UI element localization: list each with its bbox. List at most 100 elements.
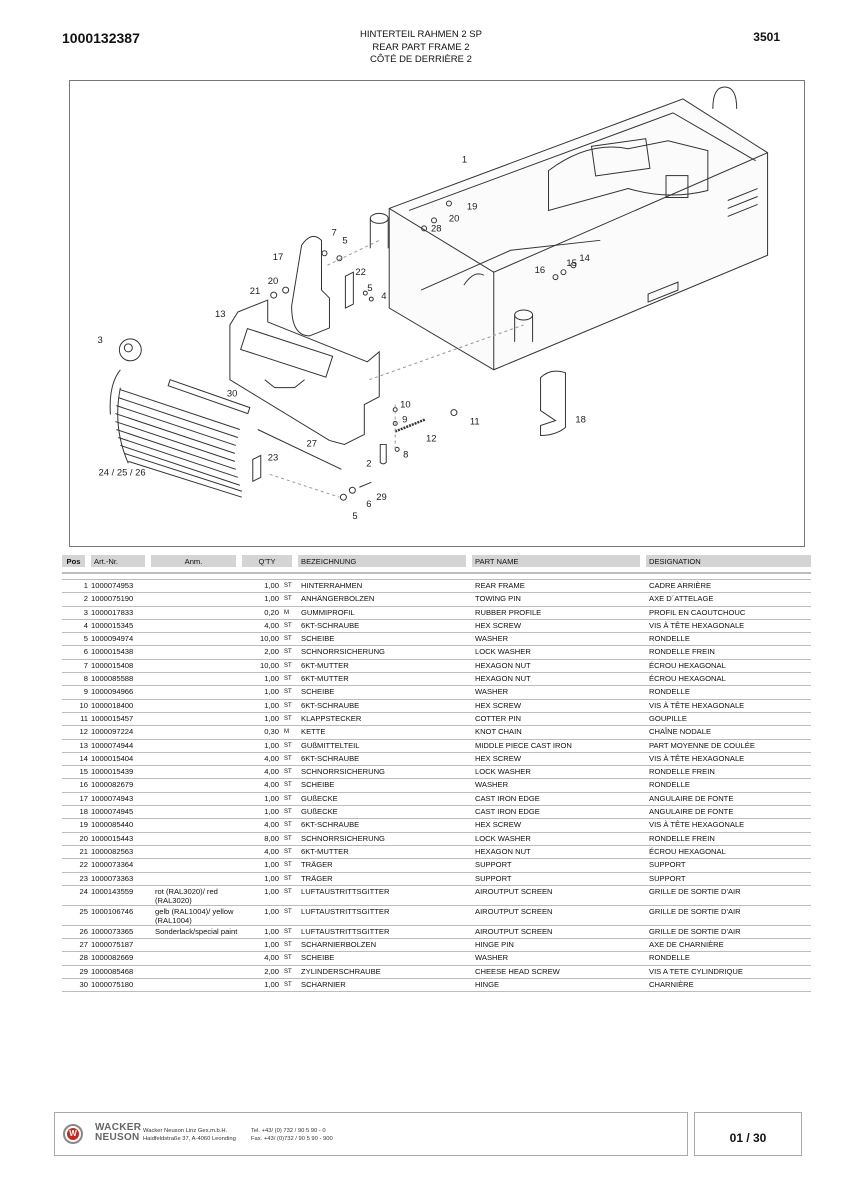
cell-unit: M <box>282 726 298 740</box>
cell-designation: GOUPILLE <box>646 713 811 727</box>
cell-pos: 16 <box>62 779 91 793</box>
cell-art-nr: 1000082563 <box>91 846 151 860</box>
callout-12: 12 <box>426 433 437 444</box>
cell-anm: gelb (RAL1004)/ yellow (RAL1004) <box>151 906 242 926</box>
cell-pos: 27 <box>62 939 91 953</box>
cell-anm <box>151 952 242 966</box>
cell-anm <box>151 620 242 634</box>
company-name: Wacker Neuson Linz Ges.m.b.H. <box>143 1128 228 1134</box>
cell-bezeichnung: SCHNORRSICHERUNG <box>298 766 472 780</box>
callout-1: 1 <box>462 155 467 166</box>
callout-15: 15 <box>566 258 577 269</box>
cell-pos: 26 <box>62 926 91 940</box>
cell-pos: 18 <box>62 806 91 820</box>
cell-art-nr: 1000015438 <box>91 646 151 660</box>
cell-qty: 1,00 <box>242 939 282 953</box>
frame-drawing: 1 2 3 4 5 5 5 6 7 8 9 10 11 12 13 14 15 … <box>97 86 769 522</box>
cell-unit: ST <box>282 580 298 594</box>
cell-art-nr: 1000097224 <box>91 726 151 740</box>
cell-pos: 21 <box>62 846 91 860</box>
cell-designation: RONDELLE FREIN <box>646 646 811 660</box>
cell-bezeichnung: GUßECKE <box>298 806 472 820</box>
cell-art-nr: 1000074943 <box>91 793 151 807</box>
cell-pos: 6 <box>62 646 91 660</box>
cell-bezeichnung: 6KT-SCHRAUBE <box>298 620 472 634</box>
col-header-qty: Q'TY <box>242 555 298 567</box>
cell-designation: VIS À TÊTE HEXAGONALE <box>646 700 811 713</box>
cell-qty: 4,00 <box>242 766 282 780</box>
cell-qty: 1,00 <box>242 979 282 993</box>
cell-bezeichnung: LUFTAUSTRITTSGITTER <box>298 906 472 926</box>
cell-designation: VIS A TETE CYLINDRIQUE <box>646 966 811 980</box>
cell-part-name: AIROUTPUT SCREEN <box>472 926 646 940</box>
cell-designation: PROFIL EN CAOUTCHOUC <box>646 607 811 620</box>
cell-art-nr: 1000015404 <box>91 753 151 767</box>
cell-part-name: KNOT CHAIN <box>472 726 646 740</box>
cell-part-name: HEXAGON NUT <box>472 660 646 674</box>
cell-part-name: HEX SCREW <box>472 753 646 767</box>
cell-anm <box>151 726 242 740</box>
cell-bezeichnung: SCHEIBE <box>298 686 472 700</box>
cell-bezeichnung: 6KT-MUTTER <box>298 660 472 674</box>
cell-anm <box>151 607 242 620</box>
cell-unit: ST <box>282 660 298 674</box>
cell-qty: 1,00 <box>242 906 282 926</box>
cell-part-name: CAST IRON EDGE <box>472 793 646 807</box>
cell-qty: 2,00 <box>242 966 282 980</box>
cell-bezeichnung: SCHARNIERBOLZEN <box>298 939 472 953</box>
cell-unit: ST <box>282 873 298 886</box>
cell-pos: 3 <box>62 607 91 620</box>
cell-part-name: HINGE PIN <box>472 939 646 953</box>
cell-unit: ST <box>282 713 298 727</box>
cell-anm <box>151 633 242 647</box>
cell-anm <box>151 580 242 594</box>
col-header-anm: Anm. <box>151 555 242 567</box>
street-address: Haidfeldstraße 37, A-4060 Leonding <box>143 1136 236 1142</box>
cell-qty: 1,00 <box>242 713 282 727</box>
cell-qty: 1,00 <box>242 686 282 700</box>
cell-pos: 11 <box>62 713 91 727</box>
cell-unit: ST <box>282 846 298 860</box>
callout-19: 19 <box>467 201 478 212</box>
cell-unit: ST <box>282 926 298 940</box>
col-header-designation: DESIGNATION <box>646 555 811 567</box>
callout-18: 18 <box>575 415 586 426</box>
cell-qty: 1,00 <box>242 859 282 873</box>
cell-qty: 0,30 <box>242 726 282 740</box>
callout-23: 23 <box>268 452 279 463</box>
cell-bezeichnung: LUFTAUSTRITTSGITTER <box>298 926 472 940</box>
cell-designation: ÉCROU HEXAGONAL <box>646 660 811 674</box>
cell-pos: 12 <box>62 726 91 740</box>
cell-designation: RONDELLE FREIN <box>646 766 811 780</box>
cell-bezeichnung: SCHNORRSICHERUNG <box>298 833 472 846</box>
cell-art-nr: 1000094974 <box>91 633 151 647</box>
callout-7: 7 <box>331 227 336 238</box>
cell-designation: RONDELLE <box>646 633 811 647</box>
cell-unit: ST <box>282 646 298 660</box>
cell-anm <box>151 700 242 713</box>
cell-part-name: WASHER <box>472 952 646 966</box>
callout-29: 29 <box>376 492 387 503</box>
cell-qty: 1,00 <box>242 873 282 886</box>
cell-bezeichnung: KETTE <box>298 726 472 740</box>
cell-anm <box>151 646 242 660</box>
table-header-row: Pos Art.-Nr. Anm. Q'TY BEZEICHNUNG PART … <box>62 555 811 567</box>
cell-qty: 0,20 <box>242 607 282 620</box>
cell-bezeichnung: SCHEIBE <box>298 633 472 647</box>
page-number: 01 / 30 <box>694 1112 802 1156</box>
callout-11: 11 <box>470 417 480 428</box>
cell-designation: ANGULAIRE DE FONTE <box>646 793 811 807</box>
cell-unit: ST <box>282 886 298 906</box>
callout-2: 2 <box>366 458 371 469</box>
cell-pos: 4 <box>62 620 91 634</box>
cell-qty: 4,00 <box>242 779 282 793</box>
cell-part-name: WASHER <box>472 633 646 647</box>
cell-unit: ST <box>282 700 298 713</box>
cell-qty: 1,00 <box>242 673 282 687</box>
